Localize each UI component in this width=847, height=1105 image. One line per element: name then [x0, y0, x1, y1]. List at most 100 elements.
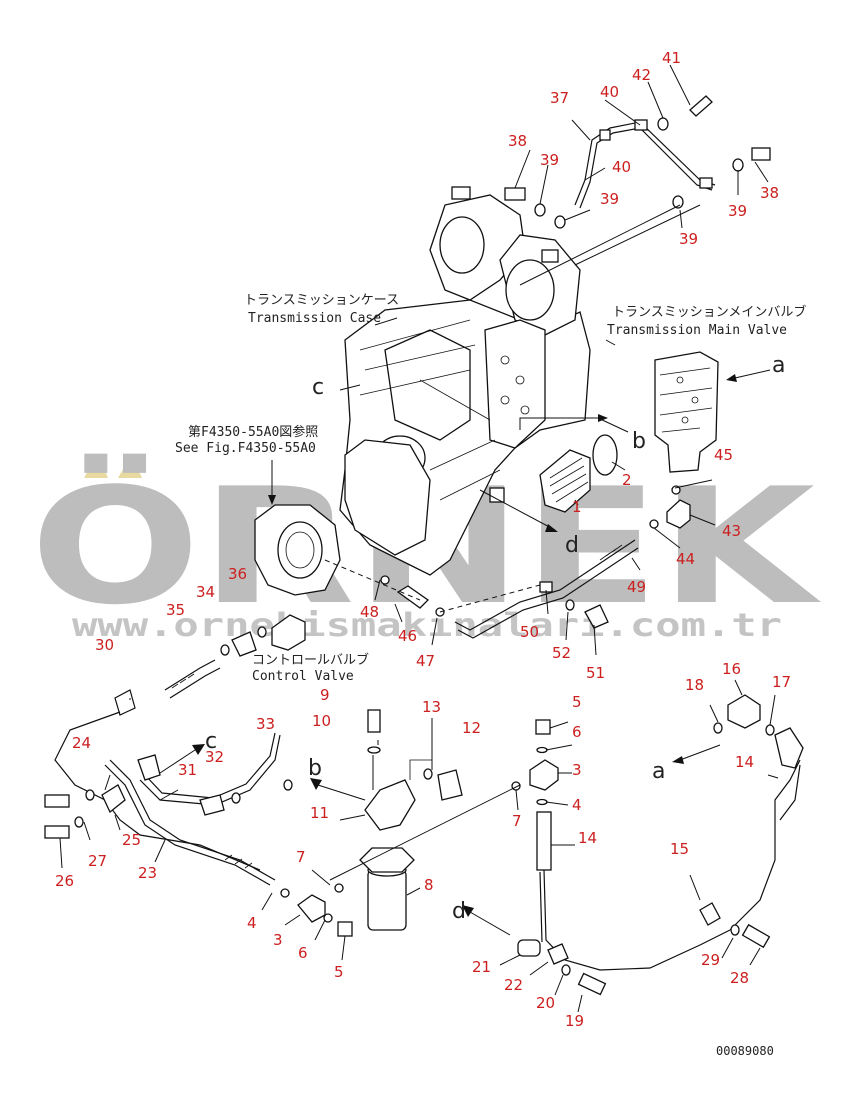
pipe-49 — [454, 539, 639, 639]
callout-12: 12 — [462, 719, 481, 737]
hose-33 — [137, 732, 293, 816]
callout-3-left: 3 — [273, 931, 283, 949]
label-transmission-case-jp: トランスミッションケース — [244, 293, 399, 308]
callout-37: 37 — [550, 89, 569, 107]
callout-39-lower: 39 — [679, 230, 698, 248]
label-main-valve-jp: トランスミッションメインバルブ — [612, 304, 806, 320]
drawing-code: 00089080 — [716, 1044, 774, 1058]
fittings-3-7-left — [280, 883, 353, 937]
callout-29: 29 — [701, 951, 720, 969]
callout-26: 26 — [55, 872, 74, 890]
watermark-url: www.ornekismakinalari.com.tr — [72, 606, 782, 644]
control-valve — [220, 614, 306, 657]
callout-50: 50 — [520, 623, 539, 641]
transmission-case — [339, 186, 591, 576]
callout-22: 22 — [504, 976, 523, 994]
callout-4-right: 4 — [572, 796, 582, 814]
callout-17: 17 — [772, 673, 791, 691]
flow-letter-d-top: d — [565, 533, 579, 558]
filter-8 — [359, 847, 415, 931]
callout-21: 21 — [472, 958, 491, 976]
callout-51: 51 — [586, 664, 605, 682]
callout-14-center: 14 — [578, 829, 597, 847]
callout-40-lower: 40 — [612, 158, 631, 176]
callout-3-right: 3 — [572, 761, 582, 779]
bolts-38-42 — [504, 95, 771, 229]
leader-lines — [59, 64, 779, 1013]
callout-38-left: 38 — [508, 132, 527, 150]
callout-11: 11 — [310, 804, 329, 822]
callout-9: 9 — [320, 686, 330, 704]
flow-letter-c-top: c — [312, 375, 324, 400]
label-fig-reference-en: See Fig.F4350-55A0 — [175, 441, 316, 456]
flow-letter-c-bottom: c — [205, 729, 217, 754]
callout-38-right: 38 — [760, 184, 779, 202]
callout-24: 24 — [72, 734, 91, 752]
callout-18: 18 — [685, 676, 704, 694]
label-main-valve-en: Transmission Main Valve — [607, 323, 787, 338]
callout-43: 43 — [722, 522, 741, 540]
fittings-15-22 — [517, 694, 775, 996]
callout-30: 30 — [95, 636, 114, 654]
callout-10: 10 — [312, 712, 331, 730]
callout-5-right: 5 — [572, 693, 582, 711]
lube-pipe-37 — [574, 119, 716, 209]
o-ring-2 — [592, 434, 618, 476]
callout-6-left: 6 — [298, 944, 308, 962]
hose-14 — [536, 727, 804, 971]
callout-20: 20 — [536, 994, 555, 1012]
callout-25: 25 — [122, 831, 141, 849]
pipe-23 — [104, 759, 276, 886]
callout-39-upper: 39 — [540, 151, 559, 169]
callouts: 1 2 3 3 4 4 5 5 6 6 7 7 8 9 10 11 12 13 … — [55, 49, 791, 1030]
bracket-11 — [364, 759, 432, 831]
callout-35: 35 — [166, 601, 185, 619]
callout-4-left: 4 — [247, 914, 257, 932]
callout-39-right: 39 — [728, 202, 747, 220]
callout-2: 2 — [622, 471, 632, 489]
callout-45: 45 — [714, 446, 733, 464]
fittings-43-45 — [649, 485, 691, 529]
callout-19: 19 — [565, 1012, 584, 1030]
flywheel-housing — [254, 504, 341, 596]
callout-23: 23 — [138, 864, 157, 882]
flow-letter-a-bottom: a — [652, 759, 665, 784]
callout-27: 27 — [88, 852, 107, 870]
watermark-dot-right — [118, 464, 142, 478]
callout-48: 48 — [360, 603, 379, 621]
label-transmission-case-en: Transmission Case — [248, 311, 381, 326]
callout-6-right: 6 — [572, 723, 582, 741]
callout-40-upper: 40 — [600, 83, 619, 101]
callout-31: 31 — [178, 761, 197, 779]
callout-32: 32 — [205, 748, 224, 766]
callout-49: 49 — [627, 578, 646, 596]
callout-7-left: 7 — [296, 848, 306, 866]
callout-1: 1 — [572, 498, 582, 516]
callout-34: 34 — [196, 583, 215, 601]
callout-41: 41 — [662, 49, 681, 67]
flow-letter-d-bottom: d — [452, 899, 466, 924]
callout-46: 46 — [398, 627, 417, 645]
label-fig-reference-jp: 第F4350-55A0図参照 — [188, 424, 318, 440]
callout-52: 52 — [552, 644, 571, 662]
bolts-9-12 — [367, 709, 463, 801]
callout-14-right: 14 — [735, 753, 754, 771]
clamps-24-27 — [44, 784, 126, 839]
labels: トランスミッションケース Transmission Case トランスミッション… — [175, 293, 806, 1058]
callout-28: 28 — [730, 969, 749, 987]
callout-42: 42 — [632, 66, 651, 84]
label-control-valve-en: Control Valve — [252, 669, 354, 684]
callout-16: 16 — [722, 660, 741, 678]
label-control-valve-jp: コントロールバルブ — [252, 652, 369, 668]
callout-7-right: 7 — [512, 812, 522, 830]
flow-letter-b-top: b — [632, 429, 646, 454]
callout-44: 44 — [676, 550, 695, 568]
callout-47: 47 — [416, 652, 435, 670]
callout-8: 8 — [424, 876, 434, 894]
fittings-3-7-right — [511, 719, 559, 806]
callout-33: 33 — [256, 715, 275, 733]
callout-36: 36 — [228, 565, 247, 583]
callout-5-left: 5 — [334, 963, 344, 981]
callout-15: 15 — [670, 840, 689, 858]
